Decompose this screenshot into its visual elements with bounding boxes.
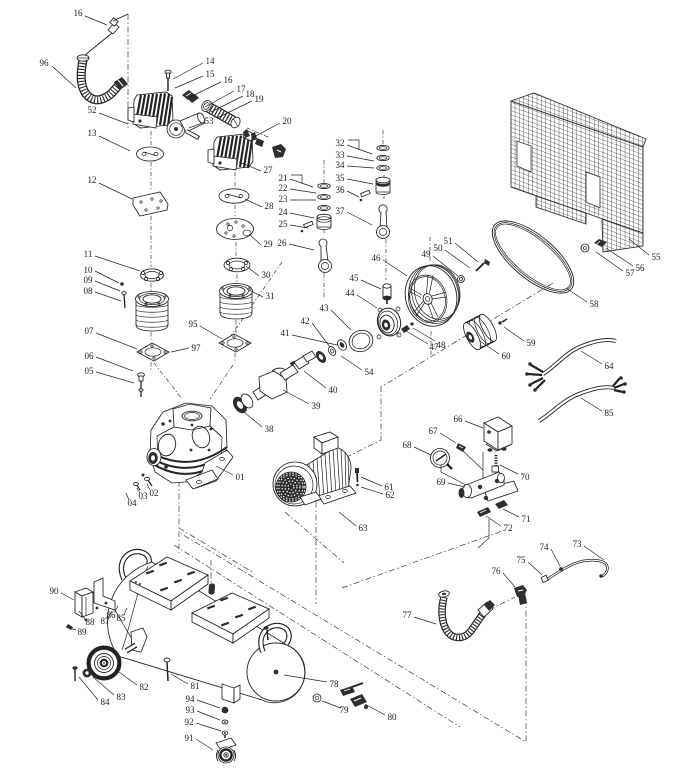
svg-text:06: 06 bbox=[85, 351, 95, 361]
svg-text:18: 18 bbox=[246, 89, 256, 99]
svg-text:50: 50 bbox=[434, 243, 444, 253]
svg-text:89: 89 bbox=[78, 627, 88, 637]
svg-text:44: 44 bbox=[346, 288, 356, 298]
svg-text:75: 75 bbox=[517, 555, 527, 565]
svg-text:47: 47 bbox=[430, 342, 440, 352]
svg-text:90: 90 bbox=[50, 586, 60, 596]
svg-text:72: 72 bbox=[504, 523, 513, 533]
svg-text:29: 29 bbox=[264, 239, 274, 249]
svg-text:20: 20 bbox=[283, 116, 293, 126]
svg-text:55: 55 bbox=[652, 252, 662, 262]
svg-text:05: 05 bbox=[85, 366, 95, 376]
svg-text:63: 63 bbox=[359, 523, 369, 533]
svg-text:67: 67 bbox=[429, 426, 439, 436]
svg-text:74: 74 bbox=[540, 542, 550, 552]
svg-text:83: 83 bbox=[117, 692, 127, 702]
svg-text:93: 93 bbox=[186, 705, 196, 715]
svg-text:58: 58 bbox=[590, 299, 600, 309]
svg-text:22: 22 bbox=[279, 183, 288, 193]
svg-text:76: 76 bbox=[492, 566, 502, 576]
svg-text:36: 36 bbox=[336, 185, 346, 195]
svg-text:51: 51 bbox=[444, 236, 453, 246]
svg-text:82: 82 bbox=[140, 682, 149, 692]
svg-text:15: 15 bbox=[206, 69, 216, 79]
svg-text:25: 25 bbox=[279, 219, 289, 229]
svg-text:14: 14 bbox=[206, 56, 216, 66]
svg-text:42: 42 bbox=[301, 316, 310, 326]
svg-text:80: 80 bbox=[388, 712, 398, 722]
svg-text:68: 68 bbox=[403, 440, 413, 450]
svg-text:52: 52 bbox=[88, 105, 97, 115]
svg-text:41: 41 bbox=[281, 328, 290, 338]
svg-text:27: 27 bbox=[264, 165, 274, 175]
svg-text:85: 85 bbox=[605, 408, 615, 418]
svg-text:24: 24 bbox=[279, 207, 289, 217]
svg-text:19: 19 bbox=[255, 94, 265, 104]
svg-text:08: 08 bbox=[84, 286, 94, 296]
svg-text:88: 88 bbox=[86, 617, 96, 627]
svg-text:31: 31 bbox=[266, 291, 275, 301]
svg-text:45: 45 bbox=[350, 273, 360, 283]
svg-text:23: 23 bbox=[279, 194, 289, 204]
svg-text:69: 69 bbox=[437, 477, 447, 487]
svg-text:12: 12 bbox=[88, 175, 97, 185]
svg-text:07: 07 bbox=[85, 326, 95, 336]
svg-text:78: 78 bbox=[330, 679, 340, 689]
svg-text:04: 04 bbox=[128, 498, 138, 508]
svg-text:21: 21 bbox=[279, 173, 288, 183]
svg-text:86: 86 bbox=[107, 610, 117, 620]
svg-text:35: 35 bbox=[336, 173, 346, 183]
svg-text:70: 70 bbox=[521, 472, 531, 482]
svg-text:64: 64 bbox=[605, 361, 615, 371]
svg-text:16: 16 bbox=[74, 8, 84, 18]
svg-text:09: 09 bbox=[84, 275, 94, 285]
svg-text:60: 60 bbox=[502, 351, 512, 361]
svg-text:30: 30 bbox=[262, 270, 272, 280]
svg-text:37: 37 bbox=[336, 206, 346, 216]
svg-text:97: 97 bbox=[192, 343, 202, 353]
svg-text:54: 54 bbox=[365, 367, 375, 377]
svg-text:34: 34 bbox=[336, 160, 346, 170]
svg-text:40: 40 bbox=[329, 385, 339, 395]
svg-text:84: 84 bbox=[101, 697, 111, 707]
svg-text:96: 96 bbox=[40, 58, 50, 68]
svg-text:81: 81 bbox=[191, 681, 200, 691]
svg-text:85: 85 bbox=[117, 613, 127, 623]
svg-text:38: 38 bbox=[265, 424, 275, 434]
svg-text:33: 33 bbox=[336, 150, 346, 160]
svg-text:13: 13 bbox=[88, 128, 98, 138]
svg-text:77: 77 bbox=[403, 610, 413, 620]
svg-text:87: 87 bbox=[101, 616, 111, 626]
svg-text:28: 28 bbox=[265, 201, 275, 211]
svg-text:48: 48 bbox=[437, 340, 447, 350]
svg-text:53: 53 bbox=[205, 116, 215, 126]
svg-text:59: 59 bbox=[527, 338, 537, 348]
svg-text:16: 16 bbox=[224, 75, 234, 85]
svg-text:95: 95 bbox=[189, 319, 199, 329]
svg-text:03: 03 bbox=[139, 491, 149, 501]
svg-text:73: 73 bbox=[573, 539, 583, 549]
svg-text:49: 49 bbox=[422, 249, 432, 259]
svg-text:01: 01 bbox=[236, 472, 245, 482]
svg-text:39: 39 bbox=[312, 401, 322, 411]
svg-text:56: 56 bbox=[636, 263, 646, 273]
svg-text:94: 94 bbox=[186, 694, 196, 704]
svg-text:11: 11 bbox=[84, 249, 93, 259]
svg-text:10: 10 bbox=[84, 265, 94, 275]
svg-text:57: 57 bbox=[626, 268, 636, 278]
svg-text:17: 17 bbox=[237, 84, 247, 94]
svg-text:43: 43 bbox=[320, 303, 330, 313]
svg-text:02: 02 bbox=[150, 488, 159, 498]
svg-text:92: 92 bbox=[185, 717, 194, 727]
svg-text:32: 32 bbox=[336, 138, 345, 148]
svg-text:26: 26 bbox=[278, 238, 288, 248]
svg-text:71: 71 bbox=[522, 514, 531, 524]
svg-text:91: 91 bbox=[185, 733, 194, 743]
svg-text:46: 46 bbox=[372, 253, 382, 263]
svg-text:79: 79 bbox=[340, 705, 350, 715]
svg-text:62: 62 bbox=[386, 490, 395, 500]
svg-text:61: 61 bbox=[385, 482, 394, 492]
svg-text:66: 66 bbox=[454, 414, 464, 424]
